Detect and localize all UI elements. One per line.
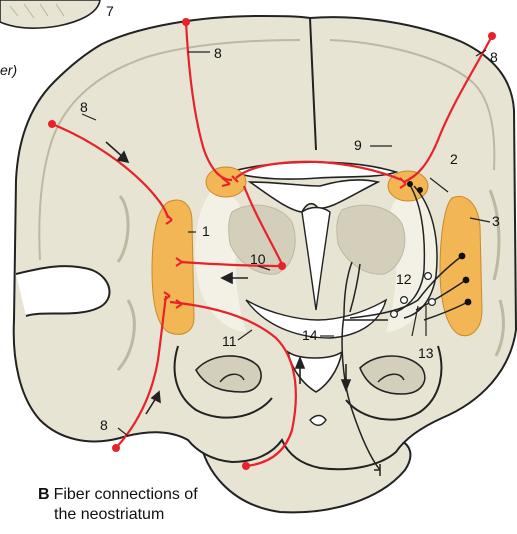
caption-letter: B — [38, 486, 50, 503]
label-2: 2 — [450, 151, 458, 167]
label-14: 14 — [302, 327, 318, 343]
label-13: 13 — [418, 345, 434, 361]
previous-figure-fragment — [0, 0, 100, 28]
label-8-left: 8 — [80, 99, 88, 115]
label-12: 12 — [396, 271, 412, 287]
label-8-top: 8 — [214, 45, 222, 61]
right-putamen — [440, 196, 482, 335]
caption-line-1: Fiber connections of — [54, 486, 198, 503]
label-8-right: 8 — [490, 49, 498, 65]
label-8-bottom: 8 — [100, 417, 108, 433]
previous-caption-fragment: er) — [0, 62, 17, 78]
label-10: 10 — [250, 251, 266, 267]
left-lateral-sulcus — [16, 266, 109, 316]
left-putamen — [152, 200, 194, 334]
label-3: 3 — [492, 213, 500, 229]
caption-line-2: the neostriatum — [38, 505, 198, 525]
label-1: 1 — [202, 223, 210, 239]
label-11: 11 — [222, 333, 237, 349]
label-7: 7 — [106, 3, 114, 19]
label-9: 9 — [354, 137, 362, 153]
